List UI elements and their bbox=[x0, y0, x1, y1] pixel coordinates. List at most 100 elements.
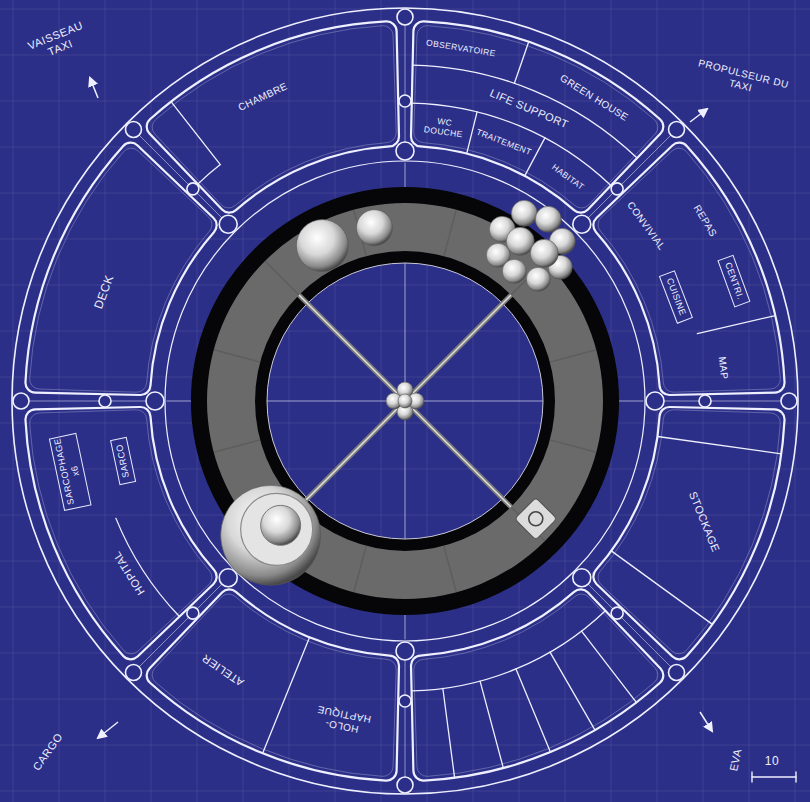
module-outline bbox=[25, 407, 216, 659]
room-name: TRAITEMENT bbox=[474, 127, 534, 158]
junction bbox=[125, 665, 141, 681]
junction bbox=[125, 121, 141, 137]
module-outline bbox=[411, 21, 663, 212]
room-label: ATELIER bbox=[199, 651, 247, 689]
annotation: EVA bbox=[727, 747, 745, 773]
junction bbox=[573, 215, 591, 233]
junction bbox=[399, 95, 411, 107]
station-render bbox=[191, 187, 619, 615]
room-name: SARCOPHAGE x6 bbox=[53, 439, 87, 506]
junction bbox=[187, 607, 199, 619]
room-name: CENTRI. bbox=[722, 261, 746, 302]
module-outline bbox=[25, 143, 216, 395]
junction bbox=[669, 121, 685, 137]
junction bbox=[399, 695, 411, 707]
torus-seam bbox=[265, 261, 299, 295]
room-name: ATELIER bbox=[199, 651, 247, 689]
spoke-light bbox=[278, 274, 533, 529]
sphere bbox=[221, 485, 321, 585]
equipment-box: CENTRI. bbox=[717, 255, 750, 308]
annotation: PROPULSEUR DU TAXI bbox=[693, 57, 792, 104]
sphere bbox=[506, 227, 534, 255]
direction-arrow bbox=[700, 712, 712, 731]
module-outline bbox=[147, 21, 399, 212]
wall-line bbox=[405, 651, 406, 785]
inner-hull bbox=[165, 161, 645, 641]
junction bbox=[611, 183, 623, 195]
wall-line bbox=[550, 652, 595, 730]
wall-line bbox=[171, 102, 220, 165]
junction bbox=[611, 607, 623, 619]
wall-line bbox=[582, 631, 637, 702]
junction bbox=[396, 142, 414, 160]
wall-line bbox=[405, 17, 406, 151]
sphere bbox=[502, 259, 526, 283]
room-label: GREEN HOUSE bbox=[557, 72, 631, 125]
torus bbox=[207, 203, 603, 599]
room-label: TRAITEMENT bbox=[474, 127, 534, 158]
room-label: CHAMBRE bbox=[236, 81, 290, 115]
wall-line bbox=[658, 436, 782, 453]
module-sketch bbox=[152, 594, 396, 776]
junction bbox=[573, 569, 591, 587]
annotation: VAISSEAU TAXI bbox=[21, 17, 96, 68]
torus-seam bbox=[550, 350, 596, 362]
wall-line bbox=[263, 637, 310, 753]
module-outline bbox=[147, 589, 399, 780]
room-label: OBSERVATOIRE bbox=[424, 38, 497, 59]
spoke bbox=[278, 274, 533, 529]
wall-line bbox=[655, 401, 789, 402]
equipment-box: CUISINE bbox=[659, 270, 693, 324]
outer-hull bbox=[12, 8, 798, 794]
junction bbox=[219, 569, 237, 587]
module-sketch bbox=[598, 148, 780, 392]
wall-arc bbox=[413, 65, 638, 158]
junction bbox=[396, 642, 414, 660]
room-label: MAP bbox=[716, 355, 730, 380]
wall-arc bbox=[412, 611, 606, 691]
junction bbox=[699, 395, 711, 407]
sphere bbox=[511, 200, 537, 226]
wall-line bbox=[443, 689, 455, 778]
wall-line bbox=[514, 42, 528, 84]
direction-arrow bbox=[90, 78, 98, 98]
spoke bbox=[278, 274, 533, 529]
module-sketch bbox=[414, 26, 658, 208]
room-label: DECK bbox=[91, 272, 117, 311]
sphere bbox=[296, 220, 348, 272]
room-label: STOCKAGE bbox=[685, 489, 722, 555]
sphere bbox=[530, 239, 558, 267]
module-outline bbox=[593, 143, 784, 395]
junction bbox=[99, 395, 111, 407]
room-name: CUISINE bbox=[663, 276, 688, 318]
torus-seam bbox=[214, 350, 260, 362]
sphere bbox=[535, 206, 561, 232]
room-name: SARCO bbox=[114, 442, 132, 479]
module-outline bbox=[593, 407, 784, 659]
wall-line bbox=[480, 681, 503, 768]
annotation: CARGO bbox=[30, 730, 66, 774]
shadow-disc bbox=[191, 187, 619, 615]
room-label: LIFE SUPPORT bbox=[487, 86, 571, 132]
room-label: WC DOUCHE bbox=[422, 114, 464, 140]
room-name: GREEN HOUSE bbox=[557, 72, 631, 125]
torus-seam bbox=[550, 440, 596, 452]
sphere bbox=[398, 394, 412, 408]
room-name: HABITAT bbox=[549, 161, 587, 192]
direction-arrow bbox=[690, 109, 707, 122]
torus-seam bbox=[214, 440, 260, 452]
room-name: OBSERVATOIRE bbox=[424, 38, 497, 59]
junction bbox=[219, 215, 237, 233]
equipment-box: SARCOPHAGE x6 bbox=[49, 433, 91, 511]
room-name: HOLO- HAPTIQUE bbox=[306, 702, 379, 739]
room-label: REPAS bbox=[690, 202, 719, 240]
room-label: HOLO- HAPTIQUE bbox=[306, 702, 379, 739]
room-name: LIFE SUPPORT bbox=[487, 86, 571, 132]
wall-line bbox=[795, 772, 796, 782]
wall-line bbox=[611, 551, 712, 624]
equipment-box: SARCO bbox=[110, 437, 136, 485]
junction bbox=[397, 9, 413, 25]
